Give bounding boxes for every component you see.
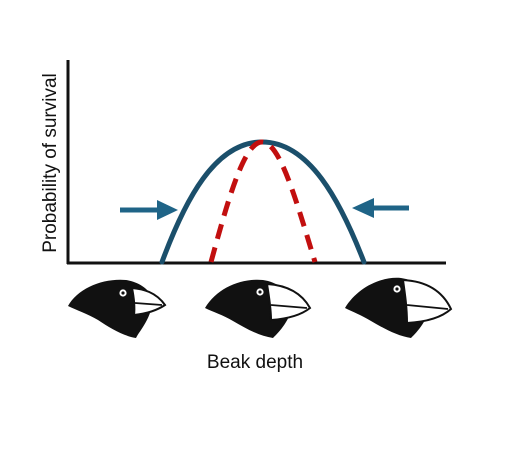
x-axis-label: Beak depth: [207, 352, 303, 373]
right-arrow: [352, 198, 409, 218]
medium-beak-finch-icon: [205, 279, 312, 338]
before-selection-curve: [159, 139, 367, 265]
y-axis-label: Probability of survival: [40, 73, 61, 253]
large-beak-finch-icon: [345, 277, 453, 338]
small-beak-finch-icon: [68, 279, 167, 338]
left-arrow: [120, 200, 178, 220]
after-selection-curve: [208, 139, 318, 263]
